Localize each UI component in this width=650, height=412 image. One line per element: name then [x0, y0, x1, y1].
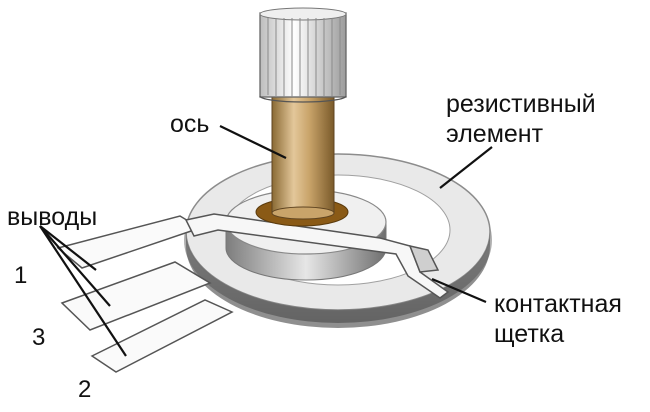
knurled-knob	[259, 7, 347, 103]
brush-leader	[431, 277, 487, 304]
contact-brush	[184, 213, 450, 299]
label-brush-line2: щетка	[494, 320, 565, 348]
label-terminals: выводы	[7, 203, 98, 231]
label-resistive-line1: резистивный	[446, 90, 596, 118]
axis-shaft	[255, 94, 349, 227]
resistive-leader	[439, 146, 493, 189]
terminals-leader-3	[39, 225, 127, 357]
label-terminal-2: 2	[78, 376, 92, 403]
terminals-leader-2	[39, 225, 111, 307]
label-brush-line1: контактная	[494, 290, 622, 318]
axis-leader	[219, 125, 287, 159]
leader-lines	[39, 125, 493, 357]
label-terminal-1: 1	[14, 262, 28, 289]
label-resistive-line2: элемент	[446, 120, 544, 148]
terminal-leads	[56, 215, 234, 373]
terminals-leader-1	[39, 225, 97, 271]
label-axis: ось	[170, 110, 210, 138]
label-terminal-3: 3	[32, 324, 46, 351]
